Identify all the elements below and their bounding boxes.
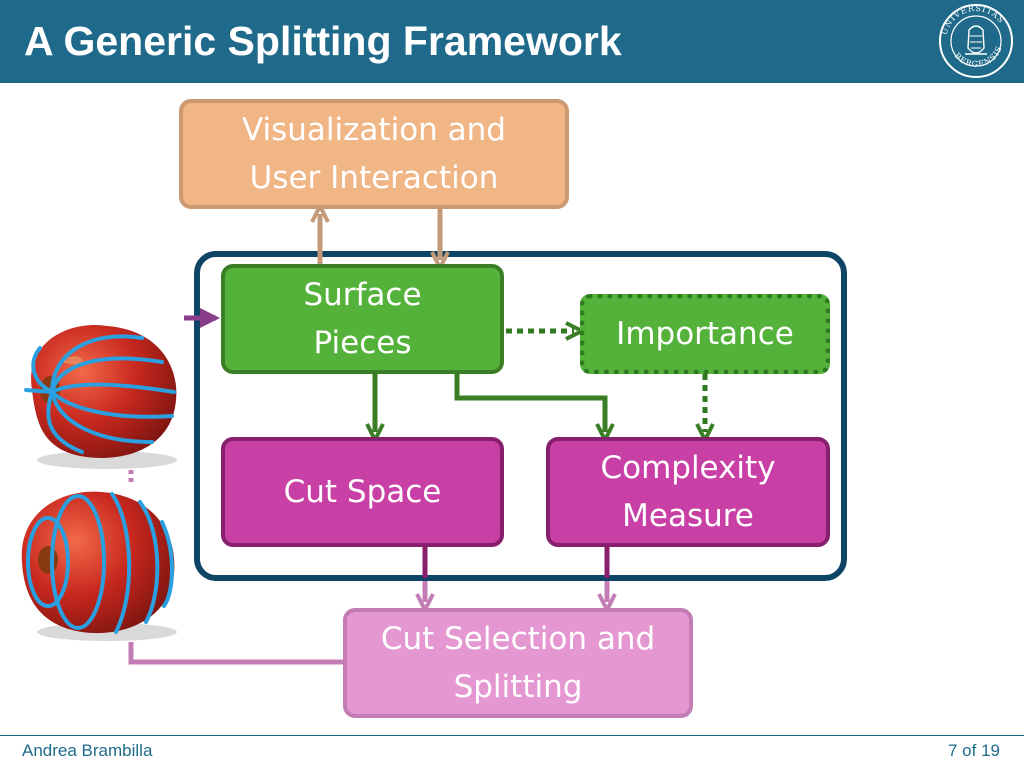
footer-page-number: 7 of 19: [948, 741, 1000, 760]
box-complexity-measure: Complexity Measure: [546, 437, 830, 547]
footer-author: Andrea Brambilla: [22, 741, 153, 760]
box-visualization: Visualization and User Interaction: [179, 99, 569, 209]
box-surface-pieces: Surface Pieces: [221, 264, 504, 374]
arrow-surface-to-complexity: [454, 374, 605, 432]
box-cut-selection: Cut Selection and Splitting: [343, 608, 693, 718]
apple-cut-rings-icon: [21, 491, 177, 641]
apple-cut-surfaces-icon: [24, 324, 177, 469]
box-cut-space: Cut Space: [221, 437, 504, 547]
footer-divider: [0, 735, 1024, 736]
university-seal-icon: UNIVERSITAS BERGENSIS: [939, 4, 1013, 78]
arrow-selection-to-apples: [128, 642, 343, 665]
box-importance: Importance: [580, 294, 830, 374]
slide-header: A Generic Splitting Framework UNIVERSITA…: [0, 0, 1024, 83]
framework-frame: [194, 251, 847, 581]
slide-title: A Generic Splitting Framework: [24, 18, 622, 64]
